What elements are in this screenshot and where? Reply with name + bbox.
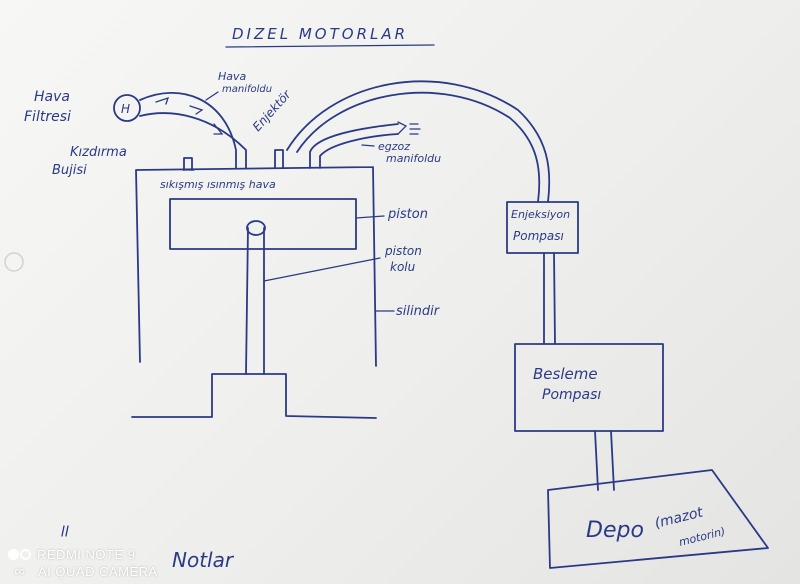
label-hava-manifoldu-1: Hava xyxy=(218,70,247,83)
egzoz-leader xyxy=(361,144,375,147)
label-kizdirma-1: Kızdırma xyxy=(70,145,127,160)
label-egzoz-2: manifoldu xyxy=(386,152,441,165)
watermark-camera: AI QUAD CAMERA xyxy=(38,564,158,579)
exhaust-manifold-pipe xyxy=(309,123,399,169)
cylinder-wall xyxy=(135,166,377,367)
rod-leader xyxy=(263,257,381,282)
label-kizdirma-2: Bujisi xyxy=(52,163,87,178)
intake-manifold-pipe xyxy=(139,92,247,169)
exhaust-outlet xyxy=(397,121,421,135)
diagram-title: DIZEL MOTORLAR xyxy=(232,25,408,43)
title-underline xyxy=(225,44,435,48)
connecting-rod xyxy=(245,227,265,375)
label-besleme-2: Pompası xyxy=(542,387,601,403)
intake-flow-arrows xyxy=(155,96,224,135)
injector-body xyxy=(274,149,284,169)
label-enjeksiyon-2: Pompası xyxy=(513,229,564,243)
feed-pump-box xyxy=(514,343,664,432)
engine-base xyxy=(131,373,377,419)
piston-leader xyxy=(355,215,385,219)
fuel-tank-box xyxy=(547,469,769,569)
infinity-icon: ∞ xyxy=(14,563,26,580)
camera-dots-icon xyxy=(8,549,31,560)
label-piston: piston xyxy=(387,207,428,222)
air-filter-circle xyxy=(113,94,141,122)
label-hava-manifoldu-2: manifoldu xyxy=(222,84,272,95)
label-enjeksiyon-1: Enjeksiyon xyxy=(511,208,570,221)
label-chamber: sıkışmış ısınmış hava xyxy=(160,178,276,191)
label-notlar: Notlar xyxy=(172,548,235,572)
piston-block xyxy=(169,198,357,250)
label-piston-kolu-2: kolu xyxy=(390,260,416,274)
label-hava-filtresi-1: Hava xyxy=(34,89,70,105)
fuel-line-feed-to-tank xyxy=(594,430,615,491)
manifold-leader xyxy=(205,91,219,101)
label-besleme-1: Besleme xyxy=(533,365,598,383)
watermark-row-1: REDMI NOTE 9 xyxy=(8,546,158,563)
watermark-model: REDMI NOTE 9 xyxy=(37,547,136,562)
glow-plug xyxy=(183,157,193,171)
watermark-row-2: ∞ AI QUAD CAMERA xyxy=(8,563,158,580)
margin-tick xyxy=(61,525,69,537)
air-filter-letter: H xyxy=(121,102,130,116)
piston-pin xyxy=(246,220,266,236)
binder-hole xyxy=(4,252,24,272)
fuel-line-injection-to-feed xyxy=(543,252,556,345)
label-silindir: silindir xyxy=(396,304,441,319)
label-hava-filtresi-2: Filtresi xyxy=(24,109,71,125)
label-depo: Depo xyxy=(586,518,644,543)
fuel-line-to-injector xyxy=(286,80,551,203)
label-depo-note-2: motorin) xyxy=(678,525,727,549)
camera-watermark: REDMI NOTE 9 ∞ AI QUAD CAMERA xyxy=(8,546,158,580)
label-egzoz-1: egzoz xyxy=(378,140,410,153)
label-depo-note-1: (mazot xyxy=(653,504,705,532)
injection-pump-box xyxy=(506,201,579,254)
label-piston-kolu-1: piston xyxy=(384,244,422,258)
